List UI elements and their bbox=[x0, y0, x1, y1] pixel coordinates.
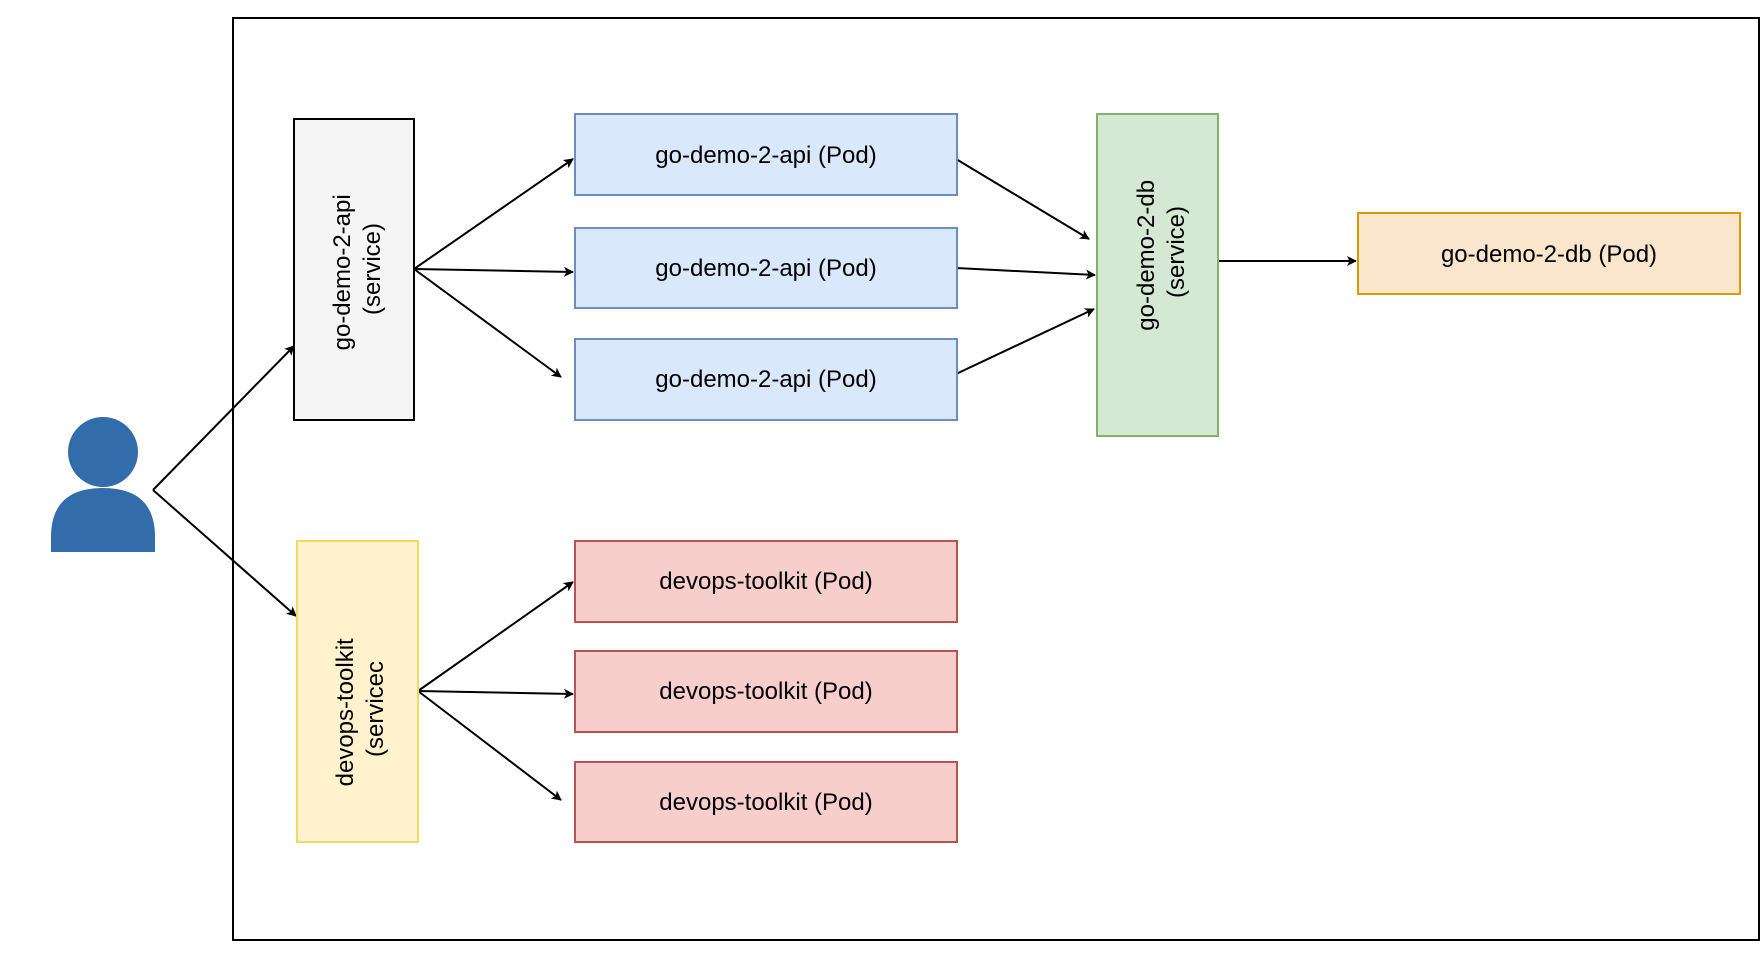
toolkit-pod-node[interactable]: devops-toolkit (Pod) bbox=[574, 650, 958, 733]
edge-pod-1-to-db-service bbox=[955, 158, 1090, 240]
api-pod-label: go-demo-2-api (Pod) bbox=[655, 255, 876, 282]
toolkit-pod-label: devops-toolkit (Pod) bbox=[659, 678, 872, 705]
api-service-name: go-demo-2-api bbox=[329, 194, 356, 350]
api-service-type: (service) bbox=[359, 223, 386, 315]
edge-toolkit-service-to-pod-1 bbox=[417, 581, 574, 692]
svg-text:go-demo-2-db (service): go-demo-2-db (service) bbox=[1133, 173, 1190, 330]
edge-pod-2-to-db-service bbox=[955, 267, 1096, 280]
svg-text:devops-toolkit (servicec: devops-toolkit (servicec bbox=[332, 632, 389, 787]
toolkit-service-name: devops-toolkit bbox=[332, 638, 359, 786]
toolkit-service-node[interactable]: devops-toolkit (servicec bbox=[296, 540, 419, 843]
edge-api-service-to-pod-3 bbox=[413, 268, 562, 378]
db-pod-label: go-demo-2-db (Pod) bbox=[1441, 241, 1657, 268]
toolkit-service-type: (servicec bbox=[362, 661, 389, 757]
edge-user-to-toolkit-service bbox=[152, 489, 297, 617]
db-pod-node[interactable]: go-demo-2-db (Pod) bbox=[1357, 212, 1741, 295]
toolkit-pod-node[interactable]: devops-toolkit (Pod) bbox=[574, 761, 958, 843]
edge-api-service-to-pod-2 bbox=[413, 266, 574, 277]
edge-pod-3-to-db-service bbox=[955, 308, 1095, 375]
edge-user-to-api-service bbox=[152, 345, 295, 491]
api-pod-node[interactable]: go-demo-2-api (Pod) bbox=[574, 338, 958, 421]
toolkit-pod-label: devops-toolkit (Pod) bbox=[659, 568, 872, 595]
toolkit-pod-label: devops-toolkit (Pod) bbox=[659, 789, 872, 816]
edge-toolkit-service-to-pod-3 bbox=[417, 690, 562, 801]
edges bbox=[152, 158, 1357, 801]
cluster-boundary bbox=[232, 17, 1760, 941]
api-pod-node[interactable]: go-demo-2-api (Pod) bbox=[574, 227, 958, 309]
api-pod-label: go-demo-2-api (Pod) bbox=[655, 366, 876, 393]
db-service-name: go-demo-2-db bbox=[1133, 180, 1160, 331]
toolkit-pod-node[interactable]: devops-toolkit (Pod) bbox=[574, 540, 958, 623]
api-service-node[interactable]: go-demo-2-api (service) bbox=[293, 118, 415, 421]
user-icon bbox=[51, 417, 155, 552]
edge-api-service-to-pod-1 bbox=[413, 158, 574, 270]
api-pod-label: go-demo-2-api (Pod) bbox=[655, 142, 876, 169]
db-service-node[interactable]: go-demo-2-db (service) bbox=[1096, 113, 1219, 437]
api-pod-node[interactable]: go-demo-2-api (Pod) bbox=[574, 113, 958, 196]
edge-toolkit-service-to-pod-2 bbox=[417, 688, 574, 699]
svg-text:go-demo-2-api (service): go-demo-2-api (service) bbox=[329, 188, 386, 351]
db-service-type: (service) bbox=[1163, 206, 1190, 298]
